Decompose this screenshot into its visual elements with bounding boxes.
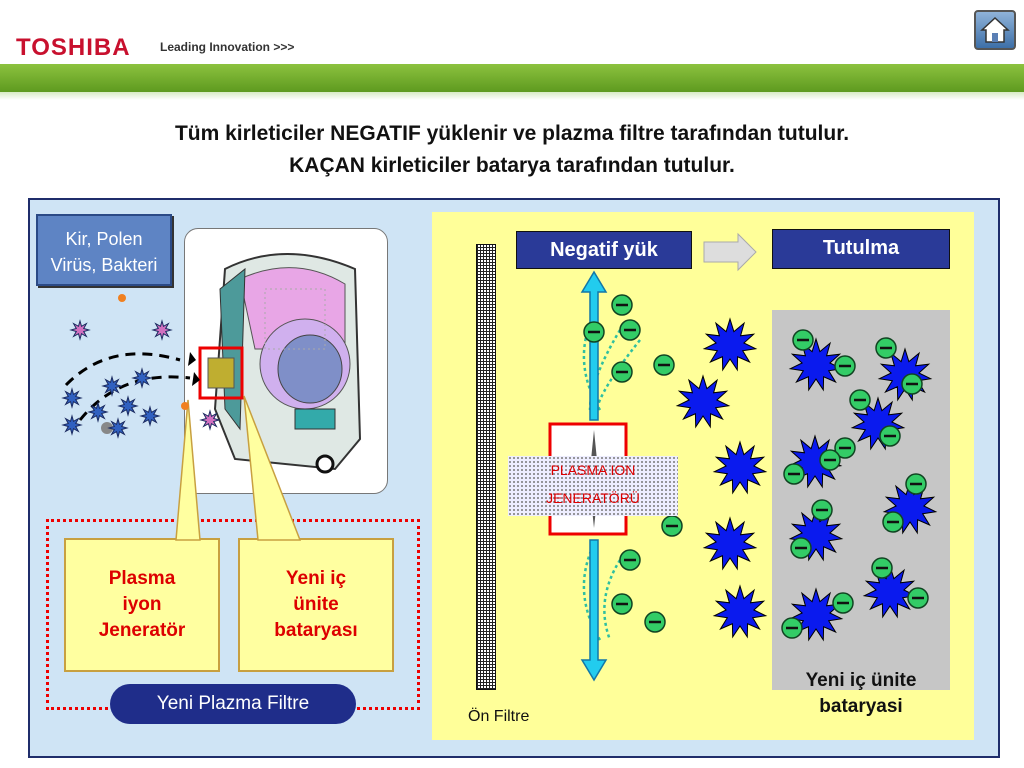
generator-highlight [198, 346, 244, 400]
airflow-arrowhead-2 [192, 372, 200, 386]
box2-line-3: bataryası [274, 620, 358, 641]
negative-charge-label: Negatif yük [516, 231, 692, 269]
negative-ion [879, 425, 901, 447]
title-line-2: KAÇAN kirleticiler batarya tarafından tu… [289, 154, 735, 177]
charged-pollutant [702, 516, 758, 571]
pollutant-particle [87, 401, 109, 423]
generator-line-1: PLASMA ION [550, 462, 636, 478]
negative-ion [619, 319, 641, 341]
negative-ion [611, 593, 633, 615]
callout-2 [243, 395, 302, 541]
negative-ion [611, 361, 633, 383]
negative-ion [907, 587, 929, 609]
negative-ion [811, 499, 833, 521]
process-arrow [703, 232, 757, 272]
ion-flow-up-arrow [580, 270, 608, 421]
toshiba-logo: TOSHIBA [16, 34, 131, 61]
charged-pollutant [788, 337, 844, 392]
box2-line-2: ünite [293, 594, 339, 615]
generator-line-2: JENERATÖRÜ [546, 490, 640, 506]
battery-label: Yeni iç ünite bataryasi [772, 668, 950, 720]
capture-label: Tutulma [772, 229, 950, 269]
negative-ion [790, 537, 812, 559]
box2-line-1: Yeni iç [285, 568, 347, 589]
tagline: Leading Innovation >>> [160, 40, 295, 54]
pollutants-line-2: Virüs, Bakteri [50, 255, 158, 275]
pollutant-particle [139, 405, 161, 427]
prefilter-label: Ön Filtre [468, 708, 530, 725]
negative-ion [644, 611, 666, 633]
ion-path [603, 559, 622, 641]
negative-ion [781, 617, 803, 639]
negative-ion [619, 549, 641, 571]
box1-line-2: iyon [122, 594, 162, 615]
pollutant-particle [199, 409, 221, 431]
charged-pollutant [712, 440, 768, 495]
home-icon [980, 16, 1010, 43]
pollutant-particle [101, 375, 123, 397]
charged-pollutant [712, 584, 768, 639]
negative-ion [882, 511, 904, 533]
indoor-battery-box: Yeni iç ünite bataryası [238, 538, 394, 672]
home-button[interactable] [974, 10, 1016, 50]
negative-ion [871, 557, 893, 579]
prefilter-mesh [476, 244, 496, 690]
negative-ion [834, 437, 856, 459]
negative-ion [819, 449, 841, 471]
battery-line-1: Yeni iç ünite [805, 670, 917, 691]
pollutant-particle [117, 395, 139, 417]
charged-pollutant [675, 374, 731, 429]
negative-ion [849, 389, 871, 411]
negative-ion [834, 355, 856, 377]
negative-ion [653, 354, 675, 376]
pollutant-particle [107, 417, 129, 439]
negative-ion [792, 329, 814, 351]
box1-line-3: Jeneratör [98, 620, 186, 641]
gradient-band [0, 92, 1024, 100]
plasma-ion-generator-box: Plasma iyon Jeneratör [64, 538, 220, 672]
airflow-arrowhead-1 [188, 352, 196, 366]
pollutant-particle [151, 319, 173, 341]
pollutants-label: Kir, Polen Virüs, Bakteri [36, 214, 172, 286]
pollutant-particle [131, 367, 153, 389]
green-band [0, 64, 1024, 92]
generator-module [207, 357, 235, 389]
negative-ion [661, 515, 683, 537]
negative-ion [905, 473, 927, 495]
negative-ion [832, 592, 854, 614]
ion-flow-down-arrow [580, 539, 608, 682]
pollutant-particle [61, 414, 83, 436]
pollutants-line-1: Kir, Polen [65, 229, 143, 249]
header: TOSHIBA Leading Innovation >>> [0, 0, 1024, 64]
dust-particle [181, 402, 189, 410]
box1-line-1: Plasma [108, 568, 176, 589]
charged-pollutant [862, 564, 918, 619]
negative-ion [783, 463, 805, 485]
pollutant-particle [61, 387, 83, 409]
charged-pollutant [702, 317, 758, 372]
battery-line-2: bataryasi [819, 696, 903, 717]
negative-ion [901, 373, 923, 395]
dust-particle [118, 294, 126, 302]
negative-ion [875, 337, 897, 359]
airflow-path-2 [78, 375, 191, 421]
slide-title: Tüm kirleticiler NEGATIF yüklenir ve pla… [0, 118, 1024, 182]
dust-particle [101, 422, 113, 434]
pollutant-particle [69, 319, 91, 341]
negative-ion [583, 321, 605, 343]
callout-1 [175, 399, 201, 541]
title-line-1: Tüm kirleticiler NEGATIF yüklenir ve pla… [174, 122, 850, 145]
negative-ion [611, 294, 633, 316]
plasma-filter-pill: Yeni Plazma Filtre [110, 684, 356, 724]
plasma-ion-generator-label: PLASMA ION JENERATÖRÜ [508, 456, 678, 516]
airflow-path-1 [64, 352, 181, 387]
